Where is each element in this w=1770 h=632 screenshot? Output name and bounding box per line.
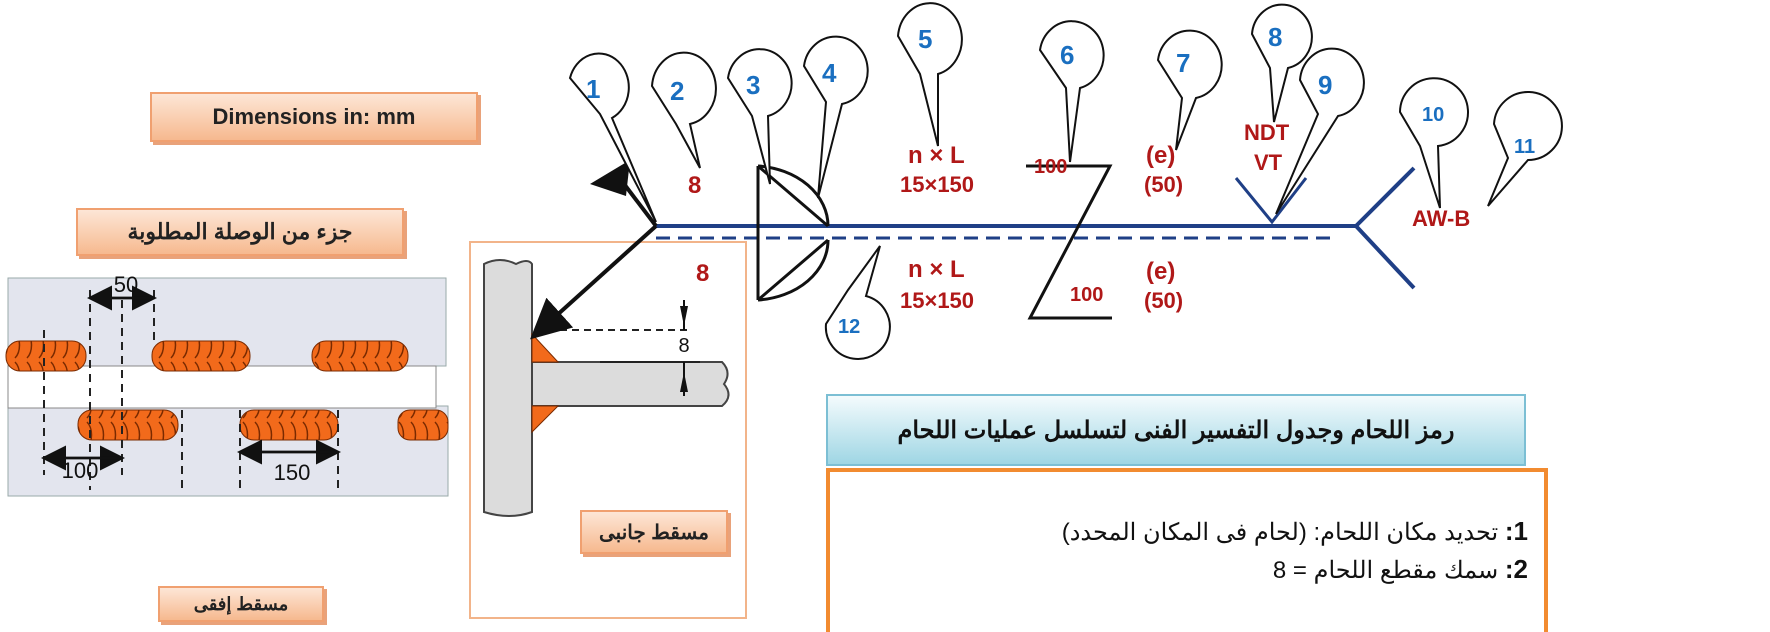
weld-symbol-arc-bottom	[757, 239, 830, 302]
e-value-below: (50)	[1144, 288, 1184, 313]
plan-view: 50 100 150	[5, 272, 449, 497]
fillet-weld-bottom	[531, 405, 560, 434]
field-weld-flag	[590, 160, 630, 196]
row-text: تحديد مكان اللحام: (لحام فى المكان المحد…	[1061, 519, 1499, 546]
nl-above: n × L	[908, 142, 965, 169]
bubble-label-2: 2	[670, 76, 685, 106]
side-view-label: مسقط جانبى	[580, 510, 728, 554]
stagger-symbol	[1026, 164, 1113, 320]
bubble-2	[650, 51, 717, 169]
weld-bead-2	[151, 340, 251, 372]
weld-symbol-arc-top	[757, 164, 830, 227]
required-joint-label: جزء من الوصلة المطلوبة	[76, 208, 404, 256]
size-below: 8	[696, 260, 710, 287]
ndt-method: VT	[1254, 150, 1283, 175]
row-number: 1:	[1504, 516, 1528, 546]
nl-below: n × L	[908, 256, 965, 283]
stagger-below: 100	[1070, 284, 1104, 306]
units-label: Dimensions in: mm	[150, 92, 478, 142]
bubble-label-1: 1	[586, 74, 601, 104]
explanation-table: 1: تحديد مكان اللحام: (لحام فى المكان ال…	[826, 468, 1548, 632]
bubble-label-5: 5	[918, 24, 933, 54]
bubble-3	[726, 48, 793, 185]
tail-bottom	[1354, 224, 1416, 290]
dim-offset-text: 100	[62, 458, 99, 483]
ndt-symbol	[1234, 177, 1308, 225]
row-number: 2:	[1504, 554, 1528, 584]
e-above: (e)	[1146, 142, 1176, 169]
bubble-1	[568, 52, 657, 223]
nl-values-above: 15×150	[900, 172, 975, 197]
side-dim-text: 8	[678, 335, 689, 357]
table-row: 1: تحديد مكان اللحام: (لحام فى المكان ال…	[1062, 516, 1528, 547]
bubble-label-12: 12	[838, 316, 861, 338]
weld-bead-1	[5, 340, 87, 372]
process-ref: AW-B	[1412, 206, 1471, 231]
weld-bead-4	[77, 409, 179, 441]
plan-view-label: مسقط إفقى	[158, 586, 324, 622]
bubble-label-8: 8	[1268, 22, 1283, 52]
bubble-10	[1398, 77, 1469, 209]
e-value-above: (50)	[1144, 172, 1184, 197]
table-title: رمز اللحام وجدول التفسير الفنى لتسلسل عم…	[826, 394, 1526, 466]
row-text: سمك مقطع اللحام = 8	[1272, 557, 1499, 584]
e-below: (e)	[1146, 258, 1176, 285]
weld-bead-6	[397, 409, 449, 441]
bubble-label-4: 4	[822, 58, 837, 88]
stagger-above: 100	[1034, 156, 1068, 178]
bubble-5	[896, 2, 963, 147]
tail-top	[1354, 166, 1416, 228]
table-row: 2: سمك مقطع اللحام = 8	[1273, 554, 1528, 585]
weld-symbol	[530, 160, 1416, 340]
bubble-label-10: 10	[1422, 104, 1445, 126]
bubble-label-11: 11	[1514, 136, 1536, 158]
horizontal-plate	[531, 361, 730, 407]
weld-bead-3	[311, 340, 409, 372]
bubble-11	[1487, 91, 1563, 207]
bubble-label-7: 7	[1176, 48, 1191, 78]
gap-strip	[7, 365, 437, 409]
ndt-label: NDT	[1244, 120, 1290, 145]
bubble-label-9: 9	[1318, 70, 1333, 100]
fillet-weld-top	[531, 332, 560, 363]
weld-bead-5	[239, 409, 339, 441]
size-above: 8	[688, 172, 702, 199]
dim-pitch-text: 50	[114, 272, 138, 297]
arrow-line	[530, 224, 658, 340]
bubble-label-3: 3	[746, 70, 761, 100]
plan-dim-arrows	[41, 285, 341, 471]
bubble-4	[802, 35, 869, 199]
bubble-label-6: 6	[1060, 40, 1075, 70]
bubble-6	[1038, 20, 1105, 163]
vertical-plate	[483, 259, 533, 517]
nl-values-below: 15×150	[900, 288, 975, 313]
bubble-12	[824, 245, 891, 360]
dim-length-text: 150	[274, 460, 311, 485]
bubble-8	[1250, 3, 1313, 123]
side-view: 8	[469, 241, 747, 619]
callout-bubbles	[568, 2, 1563, 360]
bubble-9	[1275, 47, 1365, 215]
bubble-7	[1156, 29, 1223, 151]
